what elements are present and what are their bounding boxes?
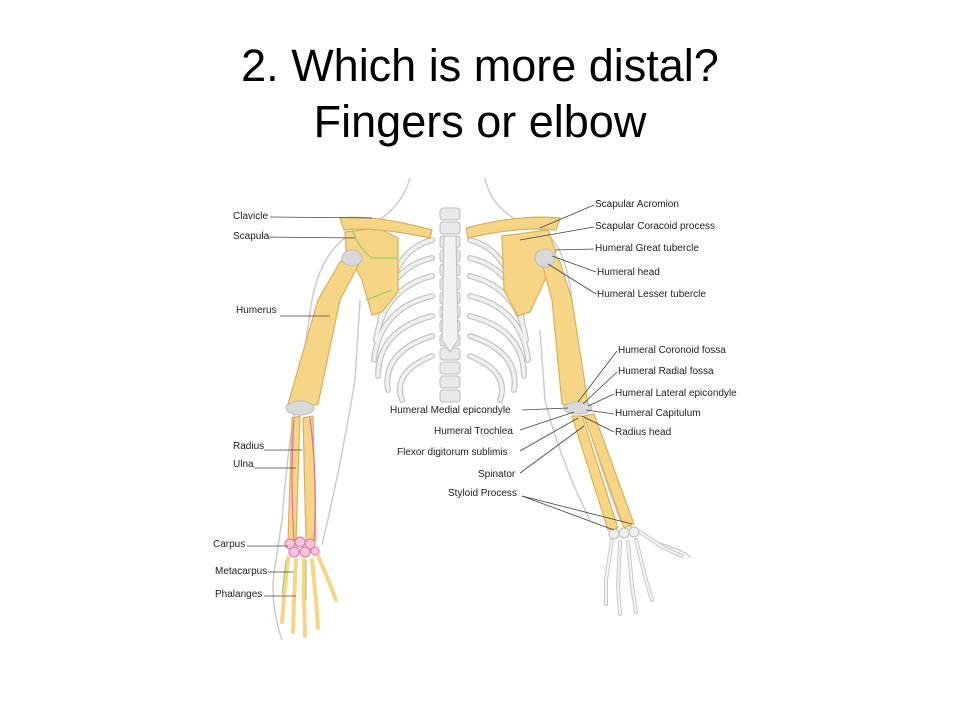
label-spinator: Spinator: [478, 469, 516, 480]
label-phalanges: Phalanges: [215, 589, 262, 600]
left-elbow-joint: [285, 400, 315, 416]
right-carpus: [608, 526, 640, 540]
label-clavicle: Clavicle: [233, 211, 268, 222]
left-shoulder-joint: [341, 249, 363, 267]
leader-flexor-digitorum: [519, 417, 579, 452]
label-scapula: Scapula: [233, 231, 270, 242]
label-humeral-radial-fossa: Humeral Radial fossa: [618, 366, 714, 377]
right-ulna: [583, 413, 635, 529]
label-ulna: Ulna: [233, 459, 254, 470]
right-radius: [571, 415, 619, 531]
right-joints: [534, 248, 593, 415]
label-styloid-process: Styloid Process: [448, 488, 517, 499]
label-radius: Radius: [233, 441, 264, 452]
leader-humeral-coronoid-fossa: [577, 350, 618, 403]
leader-radius-head: [581, 415, 615, 433]
right-humerus: [539, 252, 589, 411]
leader-scapular-coracoid: [519, 226, 595, 241]
leader-humeral-radial-fossa: [582, 371, 618, 405]
label-humeral-head: Humeral head: [597, 267, 660, 278]
label-humeral-trochlea: Humeral Trochlea: [434, 426, 513, 437]
label-scapular-acromion: Scapular Acromion: [595, 199, 679, 210]
label-flexor-digitorum: Flexor digitorum sublimis: [397, 447, 508, 458]
leader-humeral-lateral-epicondyle: [587, 393, 615, 407]
label-humeral-great-tubercle: Humeral Great tubercle: [595, 243, 699, 254]
label-scapular-coracoid: Scapular Coracoid process: [595, 221, 715, 232]
right-hand-bones-inner: [605, 531, 683, 615]
label-humeral-capitulum: Humeral Capitulum: [615, 408, 701, 419]
left-ulna: [302, 415, 317, 541]
leader-styloid-process-1: [521, 495, 615, 531]
label-humeral-coronoid-fossa: Humeral Coronoid fossa: [618, 345, 726, 356]
title-line-2: Fingers or elbow: [313, 96, 647, 147]
label-humeral-lateral-epicondyle: Humeral Lateral epicondyle: [615, 388, 737, 399]
left-hand-accents: [281, 559, 307, 600]
right-clavicle: [465, 216, 561, 239]
label-humeral-lesser-tubercle: Humeral Lesser tubercle: [597, 289, 706, 300]
leader-humeral-trochlea: [519, 411, 575, 431]
leader-scapula: [267, 236, 356, 239]
label-humerus: Humerus: [236, 305, 277, 316]
left-arm-accents: [291, 229, 398, 541]
label-humeral-medial-epicondyle: Humeral Medial epicondyle: [390, 405, 511, 416]
left-carpus: [284, 536, 320, 558]
left-humerus: [287, 254, 361, 411]
leader-humeral-medial-epicondyle: [521, 407, 569, 411]
leader-spinator: [519, 425, 585, 474]
title-line-1: 2. Which is more distal?: [241, 40, 719, 91]
label-carpus: Carpus: [213, 539, 245, 550]
label-radius-head: Radius head: [615, 427, 671, 438]
left-labels: Clavicle Scapula Humerus Radius Ulna Car…: [213, 211, 373, 600]
leader-humeral-head: [551, 255, 597, 273]
leader-clavicle: [269, 216, 373, 219]
center-labels: Humeral Medial epicondyle Humeral Trochl…: [390, 405, 633, 531]
right-labels: Scapular Acromion Scapular Coracoid proc…: [519, 199, 737, 438]
leader-humeral-great-tubercle: [554, 248, 595, 251]
leader-humeral-capitulum: [585, 409, 615, 415]
sternum: [441, 235, 459, 353]
label-metacarpus: Metacarpus: [215, 566, 267, 577]
leader-styloid-process-2: [521, 495, 633, 525]
leader-scapular-acromion: [539, 204, 595, 229]
leader-humeral-lesser-tubercle: [547, 263, 597, 295]
left-radius: [287, 415, 301, 541]
slide-title: 2. Which is more distal? Fingers or elbo…: [0, 38, 960, 150]
